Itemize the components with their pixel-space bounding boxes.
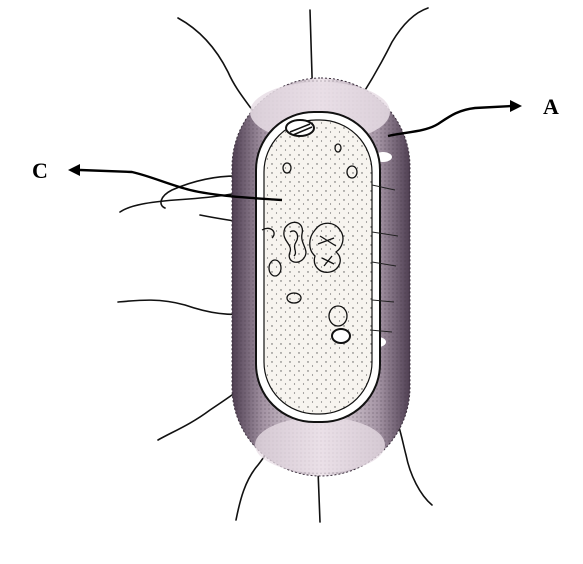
cell-body xyxy=(255,111,381,423)
organelles xyxy=(261,119,358,344)
granule xyxy=(334,143,342,153)
pili xyxy=(369,184,399,333)
granule xyxy=(331,328,351,344)
granule xyxy=(282,162,292,174)
pointers xyxy=(68,100,522,202)
granule xyxy=(268,259,282,277)
granule xyxy=(328,305,348,327)
granule xyxy=(346,165,358,179)
arrowhead-c xyxy=(68,164,80,176)
nucleoid xyxy=(283,221,307,263)
arrowhead-a xyxy=(510,100,522,112)
label-a: A xyxy=(543,94,559,119)
cytoplasm xyxy=(263,119,373,415)
granule xyxy=(286,292,302,304)
label-c: C xyxy=(32,158,48,183)
pointer-a xyxy=(387,104,513,138)
pointer-c xyxy=(79,168,283,202)
